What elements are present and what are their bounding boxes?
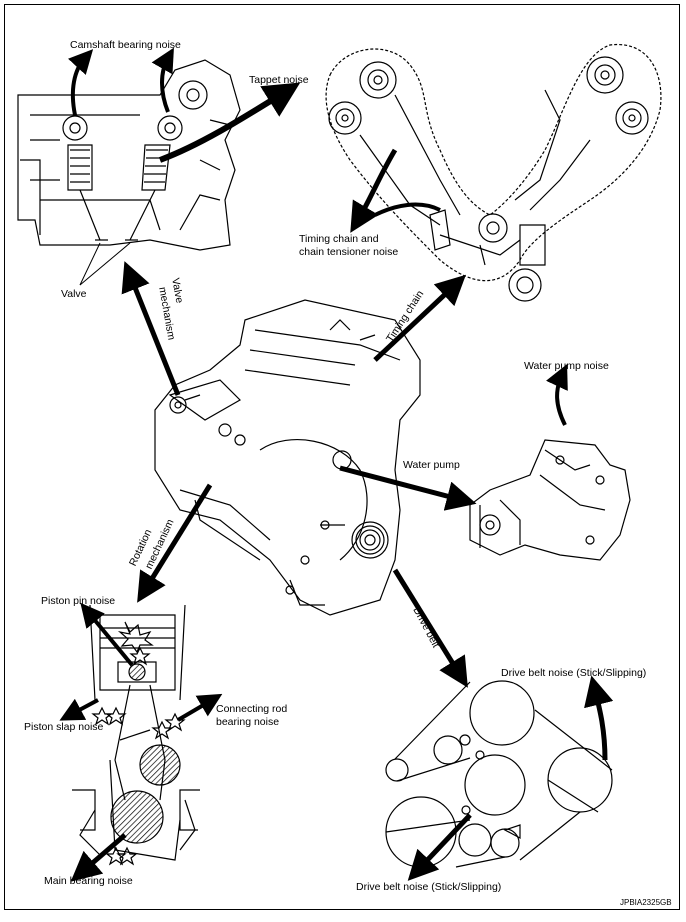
figure-code: JPBIA2325GB <box>620 898 672 907</box>
diagram-frame <box>4 4 680 910</box>
timing-chain-illustration <box>325 43 662 302</box>
water-pump-noise-arrow <box>546 364 568 426</box>
drive-belt-noise-bottom-arrow <box>407 813 472 881</box>
drive-belt-noise-top-label: Drive belt noise (Stick/Slipping) <box>501 667 647 679</box>
timing-chain-noise-label-1: Timing chain and <box>299 233 379 245</box>
cylinder-head-illustration <box>17 59 241 251</box>
piston-slap-noise-label: Piston slap noise <box>24 721 104 733</box>
valve-label: Valve <box>61 288 87 300</box>
camshaft-noise-arrow <box>68 49 94 116</box>
valve-mechanism-arrow <box>121 261 181 396</box>
water-pump-arrow <box>339 465 477 511</box>
camshaft-bearing-noise-label: Camshaft bearing noise <box>70 39 181 51</box>
rotation-mechanism-arrow <box>137 483 213 603</box>
drive-belt-illustration <box>385 680 613 868</box>
timing-chain-noise-label-2: chain tensioner noise <box>299 246 399 258</box>
drive-belt-noise-bottom-label: Drive belt noise (Stick/Slipping) <box>356 881 502 893</box>
conrod-noise-arrow <box>176 693 223 722</box>
piston-pin-noise-arrow <box>80 602 134 667</box>
tappet-noise-arrow <box>158 82 301 163</box>
piston-pin-noise-label: Piston pin noise <box>41 595 116 607</box>
water-pump-label: Water pump <box>403 459 460 471</box>
drive-belt-arrow <box>392 568 468 688</box>
drive-belt-noise-top-arrow <box>584 675 614 761</box>
engine-illustration <box>154 299 421 616</box>
piston-slap-noise-arrow <box>59 698 99 721</box>
main-bearing-noise-label: Main bearing noise <box>44 875 133 887</box>
tappet-noise-label: Tappet noise <box>249 74 309 86</box>
connecting-rod-label-2: bearing noise <box>216 716 280 728</box>
water-pump-illustration <box>469 439 631 561</box>
timing-chain-arrow <box>373 274 466 362</box>
water-pump-noise-label: Water pump noise <box>524 360 609 372</box>
connecting-rod-label-1: Connecting rod <box>216 703 288 715</box>
timing-chain-noise-arrow <box>350 148 398 233</box>
piston-illustration <box>72 604 200 866</box>
main-bearing-noise-arrow <box>70 833 127 882</box>
